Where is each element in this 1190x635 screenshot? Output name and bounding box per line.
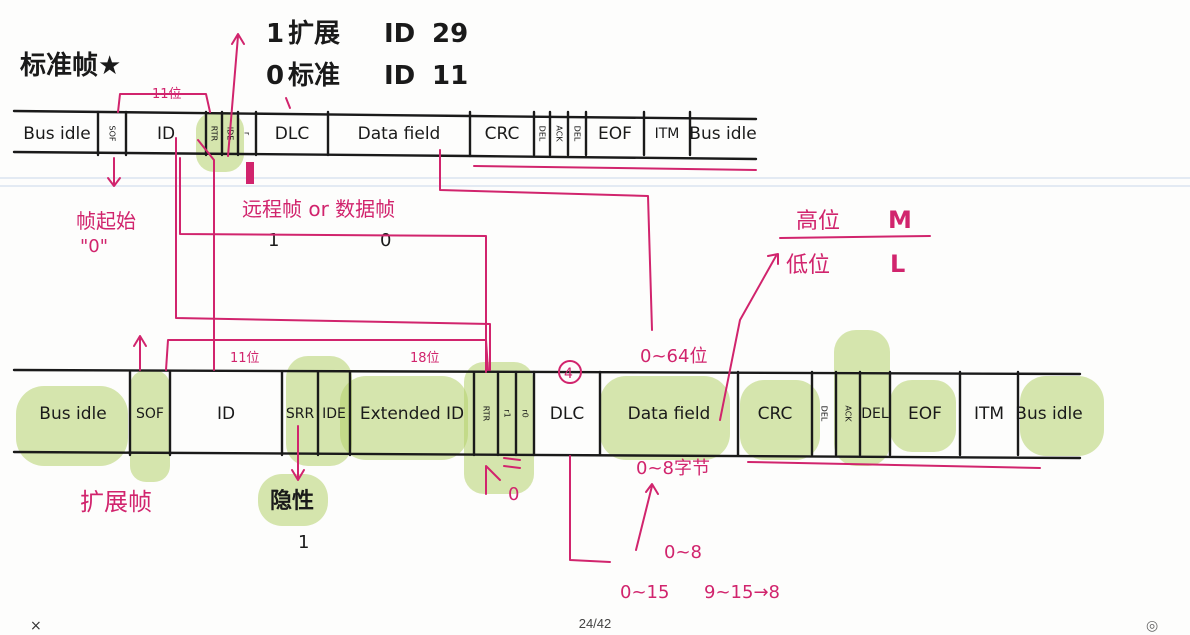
ext-field-srr: SRR <box>286 406 315 422</box>
std-field-dlc: DLC <box>275 124 309 144</box>
std-field-id: ID <box>157 124 175 144</box>
settings-icon[interactable]: ◎ <box>1146 618 1159 634</box>
ext-field-ide: IDE <box>322 406 346 422</box>
note-remote-or-data: 远程帧 or 数据帧 <box>242 197 395 221</box>
std-field-r: r <box>242 132 251 136</box>
note-remote-value: 1 <box>268 230 279 251</box>
note-rtr-value: 0 <box>508 484 519 505</box>
legend-top: 1 扩展 ID 29 0 标准 ID 11 <box>266 19 468 91</box>
note-dlc-range: 0~8 <box>664 542 702 563</box>
extended-frame: Bus idle SOF ID SRR IDE Extended ID RTR r1 r0 DLC… <box>12 351 1083 460</box>
ext-field-bus-idle: Bus idle <box>1015 404 1082 424</box>
legend-std-id: ID <box>384 61 415 91</box>
note-dlc-range2: 0~15 <box>620 582 669 603</box>
note-high-bits: 高位 <box>796 209 840 234</box>
note-low-bits: 低位 <box>786 253 830 278</box>
ext-field-dlc: DLC <box>550 404 584 424</box>
ext-field-data-field: Data field <box>628 404 711 424</box>
legend-std-bit: 0 <box>266 61 284 91</box>
ext-field-sof: SOF <box>136 406 164 422</box>
page-indicator: 24/42 <box>578 616 612 631</box>
std-field-data-field: Data field <box>358 124 441 144</box>
note-extended-frame: 扩展帧 <box>80 488 152 516</box>
legend-ext-id: ID <box>384 19 415 49</box>
ext-field-id: ID <box>217 404 235 424</box>
note-high-m: M <box>888 206 912 234</box>
page-title: 标准帧★ <box>20 51 121 81</box>
std-field-del: DEL <box>572 126 581 142</box>
note-dlc-circle: 4 <box>564 366 573 382</box>
ext-extid-bits: 18位 <box>410 351 440 366</box>
note-low-l: L <box>890 250 905 278</box>
close-icon[interactable]: × <box>30 618 42 634</box>
ext-field-ack: ACK <box>843 405 852 422</box>
legend-ext-label: 扩展 <box>288 19 340 49</box>
std-field-sof: SOF <box>107 126 116 142</box>
ext-field-crc: CRC <box>758 404 793 424</box>
legend-std-bits: 11 <box>432 61 468 91</box>
annotations: 帧起始 "0" 远程帧 or 数据帧 1 0 高位 M 低位 L 0~64位 0… <box>76 33 1041 603</box>
ext-field-rtr: RTR <box>481 406 490 422</box>
std-field-ack: ACK <box>554 125 563 142</box>
note-recessive-value: 1 <box>298 532 309 553</box>
note-dlc-range3: 9~15→8 <box>704 582 780 603</box>
note-frame-start-value: "0" <box>80 236 108 257</box>
ext-id-bits: 11位 <box>230 351 260 366</box>
ext-field-bus-idle: Bus idle <box>39 404 106 424</box>
ext-field-del: DEL <box>861 406 889 422</box>
ext-field-eof: EOF <box>908 404 942 424</box>
ruled-lines <box>0 177 1190 187</box>
std-field-bus-idle: Bus idle <box>689 124 756 144</box>
ext-field-itm: ITM <box>974 404 1004 424</box>
legend-ext-bit: 1 <box>266 19 284 49</box>
note-frame-start: 帧起始 <box>76 209 136 233</box>
note-recessive: 隐性 <box>270 489 314 514</box>
std-field-del: DEL <box>537 126 546 142</box>
note-data-max-bottom: 0~8字节 <box>636 458 710 479</box>
std-field-eof: EOF <box>598 124 632 144</box>
note-data-max-top: 0~64位 <box>640 346 707 367</box>
ext-field-r0: r0 <box>520 409 529 417</box>
std-field-itm: ITM <box>655 126 680 142</box>
ext-field-r1: r1 <box>502 409 511 417</box>
note-data-value: 0 <box>380 230 391 251</box>
legend-ext-bits: 29 <box>432 19 468 49</box>
legend-std-label: 标准 <box>288 61 340 91</box>
std-field-rtr: RTR <box>209 126 218 142</box>
std-field-crc: CRC <box>485 124 520 144</box>
std-field-bus-idle: Bus idle <box>23 124 90 144</box>
ext-field-del: DEL <box>819 406 828 422</box>
ext-field-extended-id: Extended ID <box>360 404 464 424</box>
